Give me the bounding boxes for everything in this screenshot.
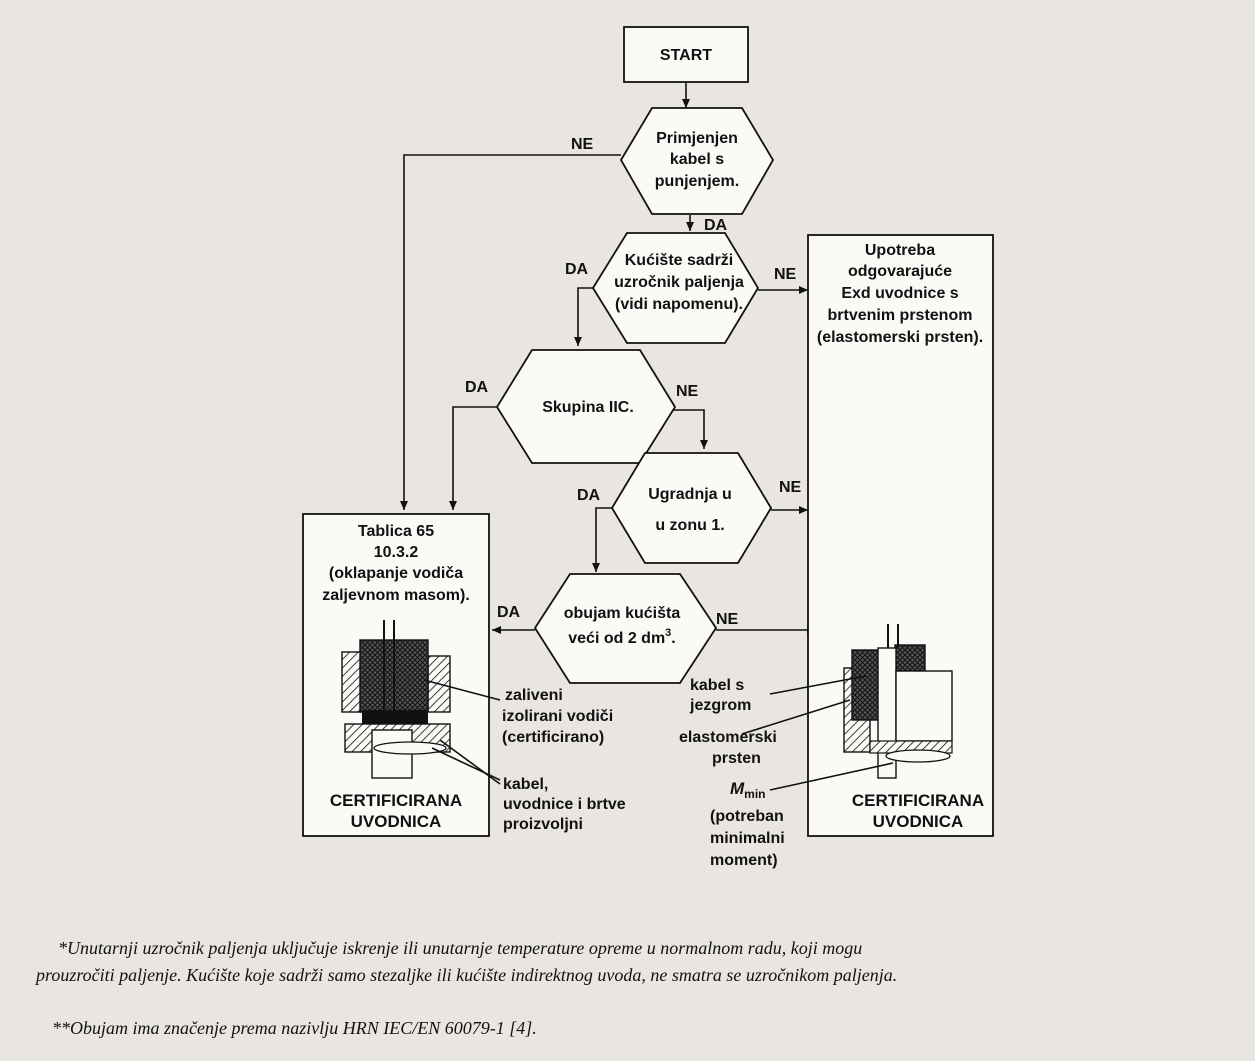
box-right-line5: (elastomerski prsten). [817,329,983,346]
right-callout3-symbol: Mmin [730,779,766,801]
decision-group-iic: Skupina IIC. [495,349,677,464]
left-callout2-line2: uvodnice i brtve [503,796,626,813]
box-left-line4: zaljevnom masom). [322,587,470,604]
left-callouts: zaliveni izolirani vodiči (certificirano… [423,679,626,833]
right-callout1-line2: jezgrom [689,697,751,714]
right-callouts: kabel s jezgrom elastomerski prsten Mmin… [679,675,894,869]
box-left-line1: Tablica 65 [358,523,434,540]
d4-ne-label: NE [779,479,802,496]
left-caption-line1: CERTIFICIRANA [330,791,462,810]
decision2-line1: Kućište sadrži [625,252,733,269]
decision5-line2: veći od 2 dm3. [568,627,676,647]
certified-gland-drawing-right [843,624,953,779]
decision2-line2: uzročnik paljenja [614,274,744,291]
table-65-box: Tablica 65 10.3.2 (oklapanje vodiča zalj… [302,513,490,837]
certified-gland-drawing [341,620,451,779]
d2-ne-label: NE [774,266,797,283]
left-callout1-line1: zaliveni [505,687,563,704]
footnote-2: **Obujam ima značenje prema nazivlju HRN… [52,1018,537,1038]
left-callout2-line3: proizvoljni [503,816,583,833]
decision-ignition-source: Kućište sadrži uzročnik paljenja (vidi n… [591,232,760,344]
box-right-line1: Upotreba [865,242,935,259]
d5-ne-label: NE [716,611,739,628]
decision4-line1: Ugradnja u [648,486,732,503]
decision3-line1: Skupina IIC. [542,399,634,416]
right-callout1-line1: kabel s [690,677,744,694]
decision1-line1: Primjenjen [656,130,738,147]
box-right-line4: brtvenim prstenom [828,307,973,324]
start-label: START [660,47,712,64]
footnote-1-line-2: prouzročiti paljenje. Kućište koje sadrž… [36,965,898,985]
d1-ne-label: NE [571,136,594,153]
right-callout3-line4: moment) [710,852,778,869]
d1-da-label: DA [704,217,728,234]
d3-da-label: DA [465,379,489,396]
decision4-line2: u zonu 1. [655,517,724,534]
left-callout2-line1: kabel, [503,776,548,793]
left-caption-line2: UVODNICA [351,812,442,831]
right-caption-line2: UVODNICA [873,812,964,831]
right-callout3-line3: minimalni [710,830,785,847]
right-callout2-line2: prsten [712,750,761,767]
d5-da-label: DA [497,604,521,621]
right-caption-line1: CERTIFICIRANA [852,791,984,810]
decision1-line2: kabel s [670,151,724,168]
box-left-line3: (oklapanje vodiča [329,565,463,582]
box-left-line2: 10.3.2 [374,544,419,561]
decision-cable-filled: Primjenjen kabel s punjenjem. [619,107,775,215]
decision1-line3: punjenjem. [655,173,739,190]
left-callout1-line3: (certificirano) [502,729,604,746]
decision5-line1: obujam kućišta [564,605,681,622]
footnote-1-line-1: *Unutarnji uzročnik paljenja uključuje i… [58,938,863,958]
d2-da-label: DA [565,261,589,278]
start-box: START [623,26,749,83]
box-right-line3: Exd uvodnice s [841,285,958,302]
flowchart: START Primjenjen kabel s punjenjem. NE D… [302,26,994,869]
connector-lines [400,82,816,634]
box-right-line2: odgovarajuće [848,263,952,280]
right-callout3-line2: (potreban [710,808,784,825]
decision2-line3: (vidi napomenu). [615,296,743,313]
decision-volume: obujam kućišta veći od 2 dm3. [533,573,718,684]
d3-ne-label: NE [676,383,699,400]
d4-da-label: DA [577,487,601,504]
right-callout2-line1: elastomerski [679,729,777,746]
exd-gland-box: Upotreba odgovarajuće Exd uvodnice s brt… [807,234,994,837]
decision-zone-1: Ugradnja u u zonu 1. [610,452,773,564]
left-callout1-line2: izolirani vodiči [502,708,613,725]
